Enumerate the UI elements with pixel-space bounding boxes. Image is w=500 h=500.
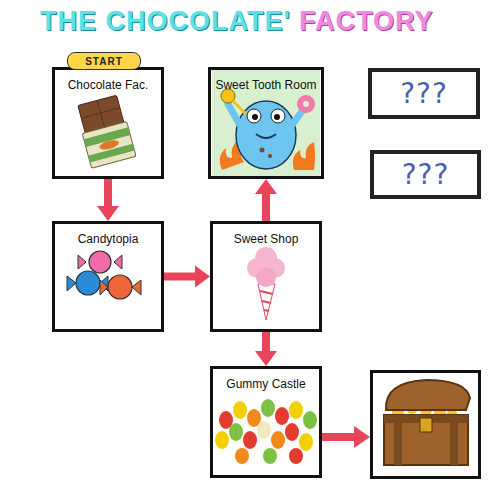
sweet-tooth-monster-part — [297, 95, 315, 113]
node-label: START — [85, 56, 123, 67]
cotton-candy-part — [262, 301, 271, 303]
sweet-tooth-monster-part — [256, 134, 276, 138]
mystery-box: ??? — [368, 68, 480, 119]
flow-arrow — [164, 266, 210, 288]
arrow-shaft — [104, 179, 112, 208]
arrow-shaft — [164, 273, 197, 281]
flow-arrow-part — [354, 426, 370, 448]
flow-arrow — [97, 179, 119, 221]
sweet-tooth-monster-part — [247, 109, 261, 123]
treasure-chest — [384, 380, 470, 465]
node-label: Candytopia — [78, 232, 139, 246]
mystery-box: ??? — [370, 150, 481, 199]
gummy-bears-part — [243, 431, 257, 449]
gummy-bears — [215, 399, 317, 464]
gummy-bears-part — [215, 431, 229, 449]
candies-part — [76, 271, 100, 295]
gummy-bears-part — [303, 411, 317, 429]
candies-part — [114, 255, 122, 269]
arrow-head — [97, 206, 119, 221]
cotton-candy-part — [256, 267, 276, 287]
treasure-chest-part — [394, 415, 402, 465]
gummy-bears-part — [229, 423, 243, 441]
treasure-chest-part — [386, 380, 470, 410]
gummy-bears-part — [261, 399, 275, 417]
flow-arrow — [255, 332, 277, 366]
cotton-candy-part — [260, 291, 273, 294]
treasure-chest-part — [450, 415, 458, 465]
gummy-bears-part — [289, 448, 303, 464]
stage-box: Sweet Tooth Room — [208, 67, 324, 179]
stage-box: Gummy Castle — [210, 366, 322, 478]
chocolate-bar-part — [98, 138, 119, 151]
gummy-bears-part — [289, 401, 303, 419]
cotton-candy-part — [258, 284, 275, 320]
candies-part — [67, 276, 76, 291]
sweet-tooth-monster-part — [274, 114, 280, 120]
flow-arrow — [322, 426, 370, 448]
gummy-bears-part — [263, 448, 277, 464]
sweet-tooth-monster-part — [293, 142, 315, 170]
chocolate-bar-part — [97, 100, 105, 128]
gummy-bears-part — [271, 431, 285, 449]
gummy-bears-part — [235, 448, 249, 464]
treasure-box-frame — [372, 372, 480, 478]
treasure-chest-part — [420, 418, 432, 432]
candies-part — [108, 275, 132, 299]
sweet-tooth-monster — [220, 89, 315, 170]
arrow-shaft — [262, 332, 270, 353]
candies — [67, 251, 141, 299]
gummy-bears-part — [233, 401, 247, 419]
candies-part — [89, 251, 111, 273]
gummy-bears-part — [275, 407, 289, 425]
sweet-tooth-monster-part — [252, 114, 258, 120]
sweet-tooth-monster-part — [303, 101, 309, 107]
stage-box: Sweet Shop — [210, 221, 322, 332]
arrow-head — [255, 179, 277, 194]
cotton-candy-part — [264, 310, 269, 311]
stage-box: Chocolate Fac.START — [52, 67, 164, 179]
node-label: ??? — [402, 158, 450, 191]
candies-part — [78, 255, 86, 269]
arrow-head — [195, 266, 210, 288]
node-label: Gummy Castle — [226, 377, 305, 391]
arrow-shaft — [262, 192, 270, 221]
arrow-head — [255, 351, 277, 366]
start-badge: START — [67, 52, 141, 70]
node-label: ??? — [400, 77, 448, 110]
treasure-chest-part — [384, 415, 468, 465]
node-label: Sweet Shop — [234, 232, 299, 246]
cotton-candy — [247, 247, 285, 320]
node-label: Sweet Tooth Room — [215, 78, 316, 92]
candies-part — [132, 280, 141, 295]
chocolate-bar — [75, 94, 136, 168]
gummy-bears-part — [299, 433, 313, 451]
gummy-bears-part — [285, 423, 299, 441]
chocolate-bar-part — [81, 108, 120, 118]
candies-part — [100, 280, 108, 295]
gummy-bears-part — [257, 421, 271, 439]
node-label: Chocolate Fac. — [68, 78, 149, 92]
room-fill — [212, 69, 320, 177]
stage-box: Candytopia — [52, 221, 164, 332]
sweet-tooth-monster-part — [268, 154, 272, 158]
sweet-tooth-monster-part — [292, 110, 303, 125]
flow-arrow — [255, 179, 277, 221]
title-text: FACTORY — [299, 6, 434, 37]
sweet-tooth-monster-part — [233, 101, 246, 114]
chocolate-bar-part — [82, 122, 136, 169]
sweet-tooth-monster-part — [271, 109, 285, 123]
title-bar: THE CHOCOLATE' FACTORY — [40, 6, 433, 37]
sweet-tooth-monster-part — [260, 148, 265, 153]
flow-arrow-part — [322, 433, 356, 441]
title-text: THE CHOCOLATE' — [40, 6, 291, 37]
